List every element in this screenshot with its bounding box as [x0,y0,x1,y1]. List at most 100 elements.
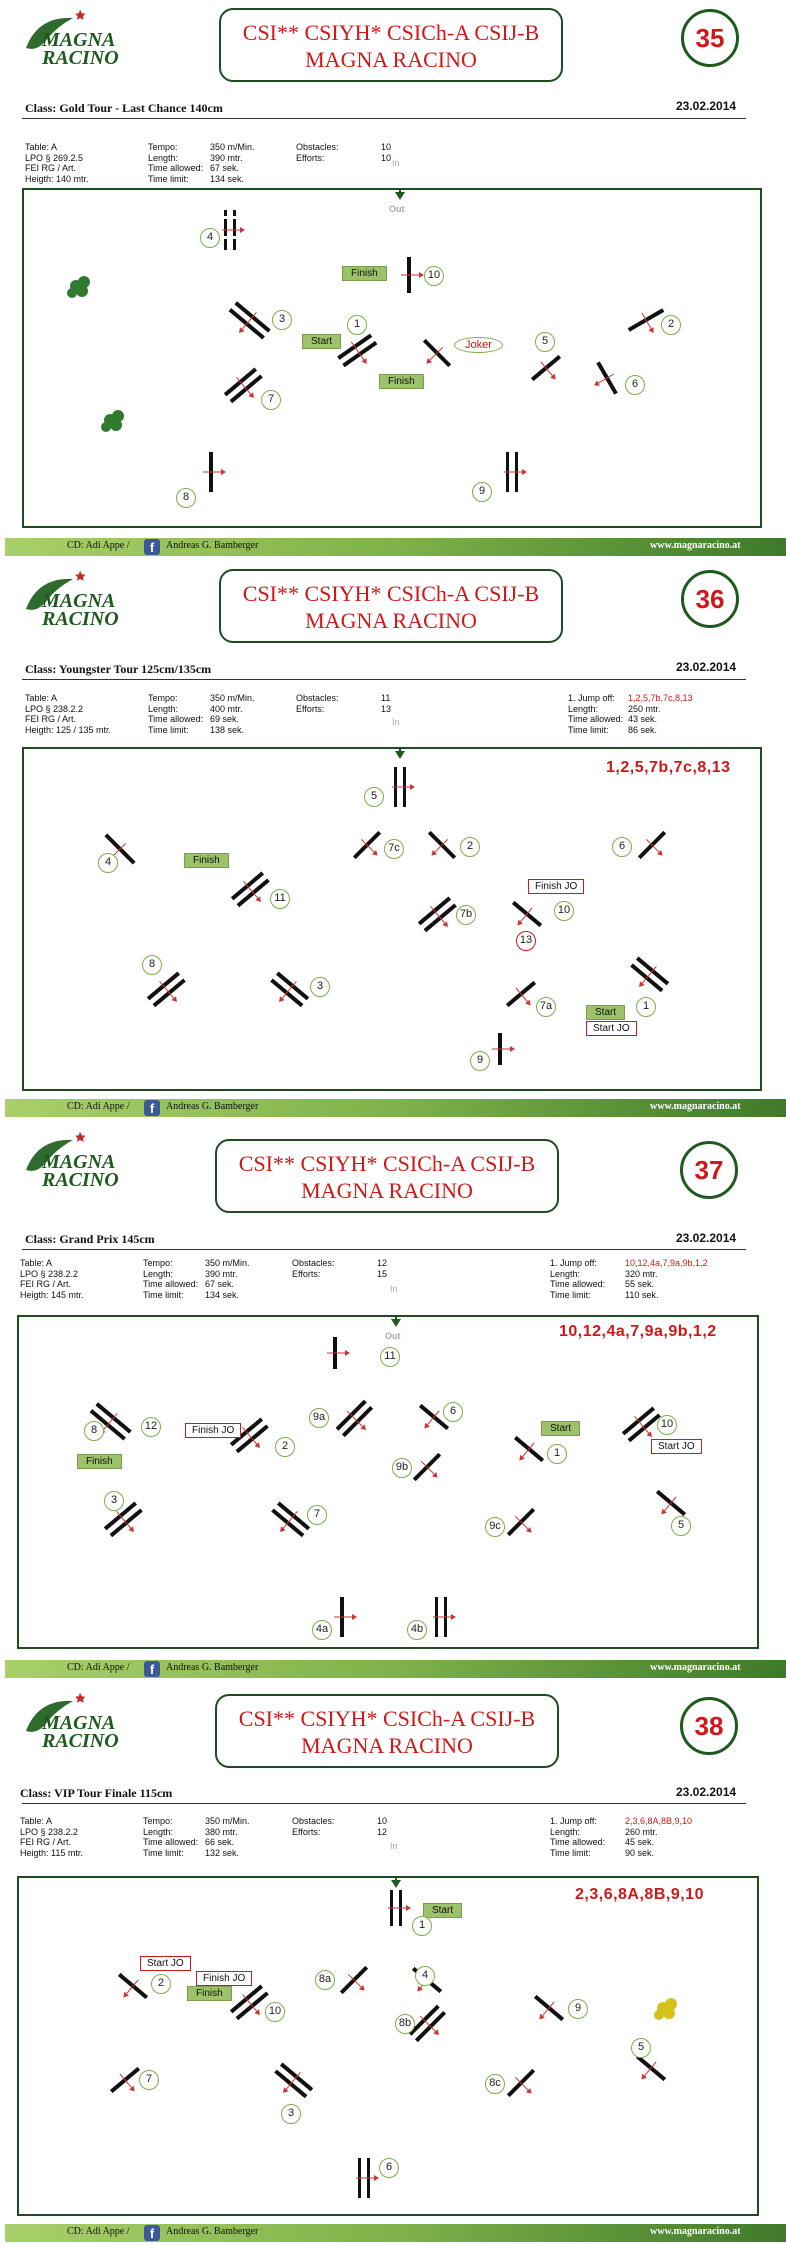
fence-8c [506,2068,536,2098]
fence-2 [229,1417,269,1454]
info-column-2: Tempo:350 m/Min. Length:400 mtr. Time al… [148,693,255,735]
title-line-1: CSI** CSIYH* CSICh-A CSIJ-B [242,20,540,45]
start-tag: Start [423,1903,463,1918]
facebook-icon[interactable]: f [144,539,160,555]
obstacle-number: 7c [384,839,404,859]
fence-3 [228,301,271,340]
date: 23.02.2014 [676,660,737,674]
fence-joker [422,338,452,368]
fence-9c [506,1507,536,1537]
obstacle-number: 3 [104,1491,124,1511]
class-line: Class: VIP Tour Finale 115cm [20,1786,173,1800]
obstacle-number: 9c [485,1517,505,1537]
footer-website-link[interactable]: www.magnaracino.at [650,1662,741,1673]
obstacle-number: 3 [310,977,330,997]
obstacle-number: 9 [472,482,492,502]
fence-10 [229,1984,269,2021]
class-name: Grand Prix 145cm [59,1232,155,1246]
page-number: 35 [681,9,739,67]
fence-4b [433,1597,456,1637]
fence-8 [146,971,186,1008]
obstacle-number: 9 [568,1999,588,2019]
fence-7 [223,367,263,404]
footer-cd: CD: Adi Appe / [67,540,130,551]
course-plan-35: MAGNA RACINO CSI** CSIYH* CSICh-A CSIJ-B… [0,0,786,561]
obstacle-number: 7 [261,390,281,410]
date: 23.02.2014 [676,99,737,113]
event-title: CSI** CSIYH* CSICh-A CSIJ-B MAGNA RACINO [215,1694,559,1768]
start-jo-tag: Start JO [651,1439,702,1454]
footer-website-link[interactable]: www.magnaracino.at [650,2226,741,2237]
class-name: Youngster Tour 125cm/135cm [58,662,212,676]
info-column-2: Tempo:350 m/Min. Length:380 mtr. Time al… [143,1816,250,1858]
obstacle-number: 7a [536,997,556,1017]
obstacle-number: 9b [392,1458,412,1478]
jumpoff-info: 1. Jump off:10,12,4a,7,9a,9b,1,2 Length:… [550,1258,708,1300]
start-tag: Start [302,334,342,349]
obstacle-number: 2 [151,1974,171,1994]
class-name: Gold Tour - Last Chance 140cm [59,101,223,115]
facebook-icon[interactable]: f [144,1100,160,1116]
divider [22,679,746,680]
fence-9 [533,1994,565,2022]
magna-racino-logo: MAGNA RACINO [26,1131,119,1191]
fence-11 [327,1337,350,1369]
finish-tag: Finish [379,374,424,389]
finish-tag: Finish [187,1986,232,2001]
fence-7a [505,980,537,1008]
jumpoff-sequence: 2,3,6,8A,8B,9,10 [575,1886,704,1903]
arena: Out Finish Start Finish Joker 4 10 3 1 2… [22,188,762,528]
info-column-3: Obstacles:12 Efforts:15 [292,1258,388,1279]
in-label: In [392,158,400,168]
fence-1 [630,956,670,993]
obstacle-number: 8c [485,2074,505,2094]
footer-website-link[interactable]: www.magnaracino.at [650,540,741,551]
course-plan-36: MAGNA RACINO CSI** CSIYH* CSICh-A CSIJ-B… [0,561,786,1122]
obstacle-number: 3 [281,2104,301,2124]
fence-1 [337,333,378,368]
footer: CD: Adi Appe / f Andreas G. Bamberger ww… [5,538,786,556]
info-column-2: Tempo:350 m/Min. Length:390 mtr. Time al… [148,142,255,184]
in-label: In [390,1284,398,1294]
divider [22,118,746,119]
fence-10 [511,900,543,928]
info-column-3: Obstacles:10 Efforts:12 [292,1816,388,1837]
fence-4a [334,1597,357,1637]
jumpoff-sequence: 1,2,5,7b,7c,8,13 [606,759,731,776]
fence-2 [427,830,457,860]
obstacle-number: 10 [265,2002,285,2022]
fence-10 [621,1406,661,1443]
obstacle-number: 8b [395,2014,415,2034]
fence-9 [492,1033,515,1065]
finish-jo-tag: Finish JO [528,879,585,894]
footer-website-link[interactable]: www.magnaracino.at [650,1101,741,1112]
jumpoff-sequence: 10,12,4a,7,9a,9b,1,2 [559,1323,717,1340]
footer: CD: Adi Appe / f Andreas G. Bamberger ww… [5,2224,786,2242]
obstacle-number: 2 [460,837,480,857]
fence-2 [627,308,665,333]
obstacle-number: 12 [141,1417,161,1437]
page-number: 36 [681,570,739,628]
fence-10 [401,257,424,293]
date: 23.02.2014 [676,1785,737,1799]
obstacle-number: 1 [412,1916,432,1936]
finish-tag: Finish [342,266,387,281]
out-label: Out [385,1331,401,1341]
obstacle-number: 6 [612,837,632,857]
facebook-icon[interactable]: f [144,2225,160,2241]
fence-7c [352,830,382,860]
event-title: CSI** CSIYH* CSICh-A CSIJ-B MAGNA RACINO [215,1139,559,1213]
facebook-icon[interactable]: f [144,1661,160,1677]
fence-5 [655,1489,687,1517]
obstacle-number: 5 [364,787,384,807]
course-plan-38: MAGNA RACINO CSI** CSIYH* CSICh-A CSIJ-B… [0,1683,786,2244]
obstacle-number: 11 [270,889,290,909]
arena-drawing [67,190,665,492]
obstacle-number: 4 [98,853,118,873]
fence-6 [356,2158,379,2198]
obstacle-number: 2 [275,1437,295,1457]
svg-text:RACINO: RACINO [41,1169,119,1191]
fence-11 [230,871,270,908]
obstacle-number: 10 [424,266,444,286]
